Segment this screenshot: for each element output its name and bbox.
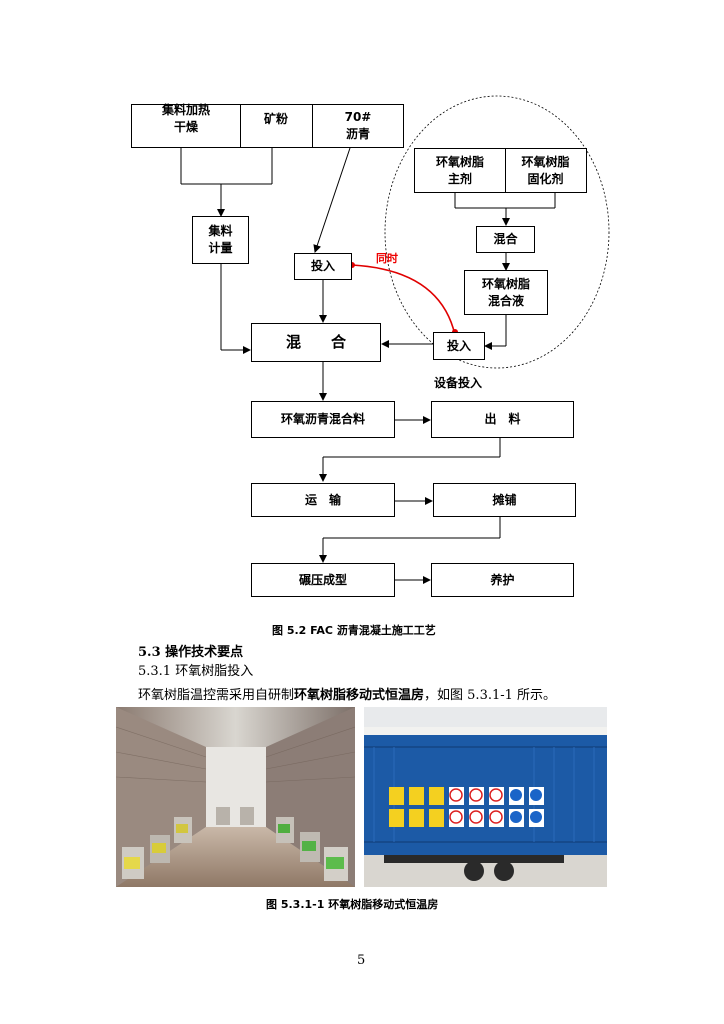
asphalt-label: 沥青 [346,126,370,143]
feed-right-box: 投入 [433,332,485,360]
curing-box: 养护 [431,563,574,597]
epoxy-mix-box: 混合 [476,226,535,253]
curing-label: 养护 [490,572,514,589]
top-input-row: 集料加热 干燥 矿粉 70# 沥青 [131,104,404,148]
page-number: 5 [357,953,365,968]
mineral-powder-box: 矿粉 [240,105,313,147]
paragraph-bold-text: 环氧树脂移动式恒温房 [294,688,424,703]
epoxy-main-line1: 环氧树脂 [436,154,484,171]
rolling-label: 碾压成型 [299,572,347,589]
epoxy-asphalt-mix-label: 环氧沥青混合料 [281,411,365,428]
epoxy-main-line2: 主剂 [448,171,472,188]
photo-container-exterior [364,707,607,887]
simultaneous-label: 同时 [376,250,398,266]
epoxy-mix-liquid-box: 环氧树脂 混合液 [464,270,548,315]
epoxy-cure-line1: 环氧树脂 [521,154,569,171]
discharge-box: 出 料 [431,401,574,438]
epoxy-mix-label: 混合 [493,231,517,248]
photo-caption: 图 5.3.1-1 环氧树脂移动式恒温房 [266,896,438,912]
transport-label: 运 输 [305,492,341,509]
aggregate-measure-label: 集料 计量 [208,223,232,257]
asphalt-grade: 70# [345,109,372,126]
body-paragraph: 环氧树脂温控需采用自研制环氧树脂移动式恒温房，如图 5.3.1-1 所示。 [138,684,556,703]
asphalt-box: 70# 沥青 [313,105,403,147]
paving-box: 摊铺 [433,483,576,517]
device-feed-label: 设备投入 [434,374,482,391]
epoxy-cure-box: 环氧树脂 固化剂 [505,149,586,192]
aggregate-measure-box: 集料 计量 [192,216,249,264]
paragraph-text-after: ，如图 5.3.1-1 所示。 [424,688,556,703]
paving-label: 摊铺 [492,492,516,509]
epoxy-mix-liquid-line1: 环氧树脂 [482,276,530,293]
transport-box: 运 输 [251,483,395,517]
figure-caption: 图 5.2 FAC 沥青混凝土施工工艺 [272,622,436,638]
epoxy-mix-liquid-line2: 混合液 [488,293,524,310]
main-mix-box: 混 合 [251,323,381,362]
flowchart-connectors [0,0,724,640]
photo-room-interior [116,707,355,887]
main-mix-label: 混 合 [286,334,346,351]
epoxy-asphalt-mix-box: 环氧沥青混合料 [251,401,395,438]
heat-dry-label: 集料加热 干燥 [162,102,210,136]
discharge-label: 出 料 [484,411,520,428]
section-heading: 5.3 操作技术要点 [138,641,243,660]
subsection-heading: 5.3.1 环氧树脂投入 [138,660,253,679]
feed-left-box: 投入 [294,253,352,280]
mineral-powder-label: 矿粉 [264,111,288,128]
epoxy-main-box: 环氧树脂 主剂 [415,149,506,192]
rolling-box: 碾压成型 [251,563,395,597]
heat-dry-box: 集料加热 干燥 [132,105,241,147]
epoxy-cure-line2: 固化剂 [527,171,563,188]
paragraph-text-before: 环氧树脂温控需采用自研制 [138,688,294,703]
feed-right-label: 投入 [447,338,471,355]
feed-left-label: 投入 [311,258,335,275]
epoxy-components-row: 环氧树脂 主剂 环氧树脂 固化剂 [414,148,587,193]
